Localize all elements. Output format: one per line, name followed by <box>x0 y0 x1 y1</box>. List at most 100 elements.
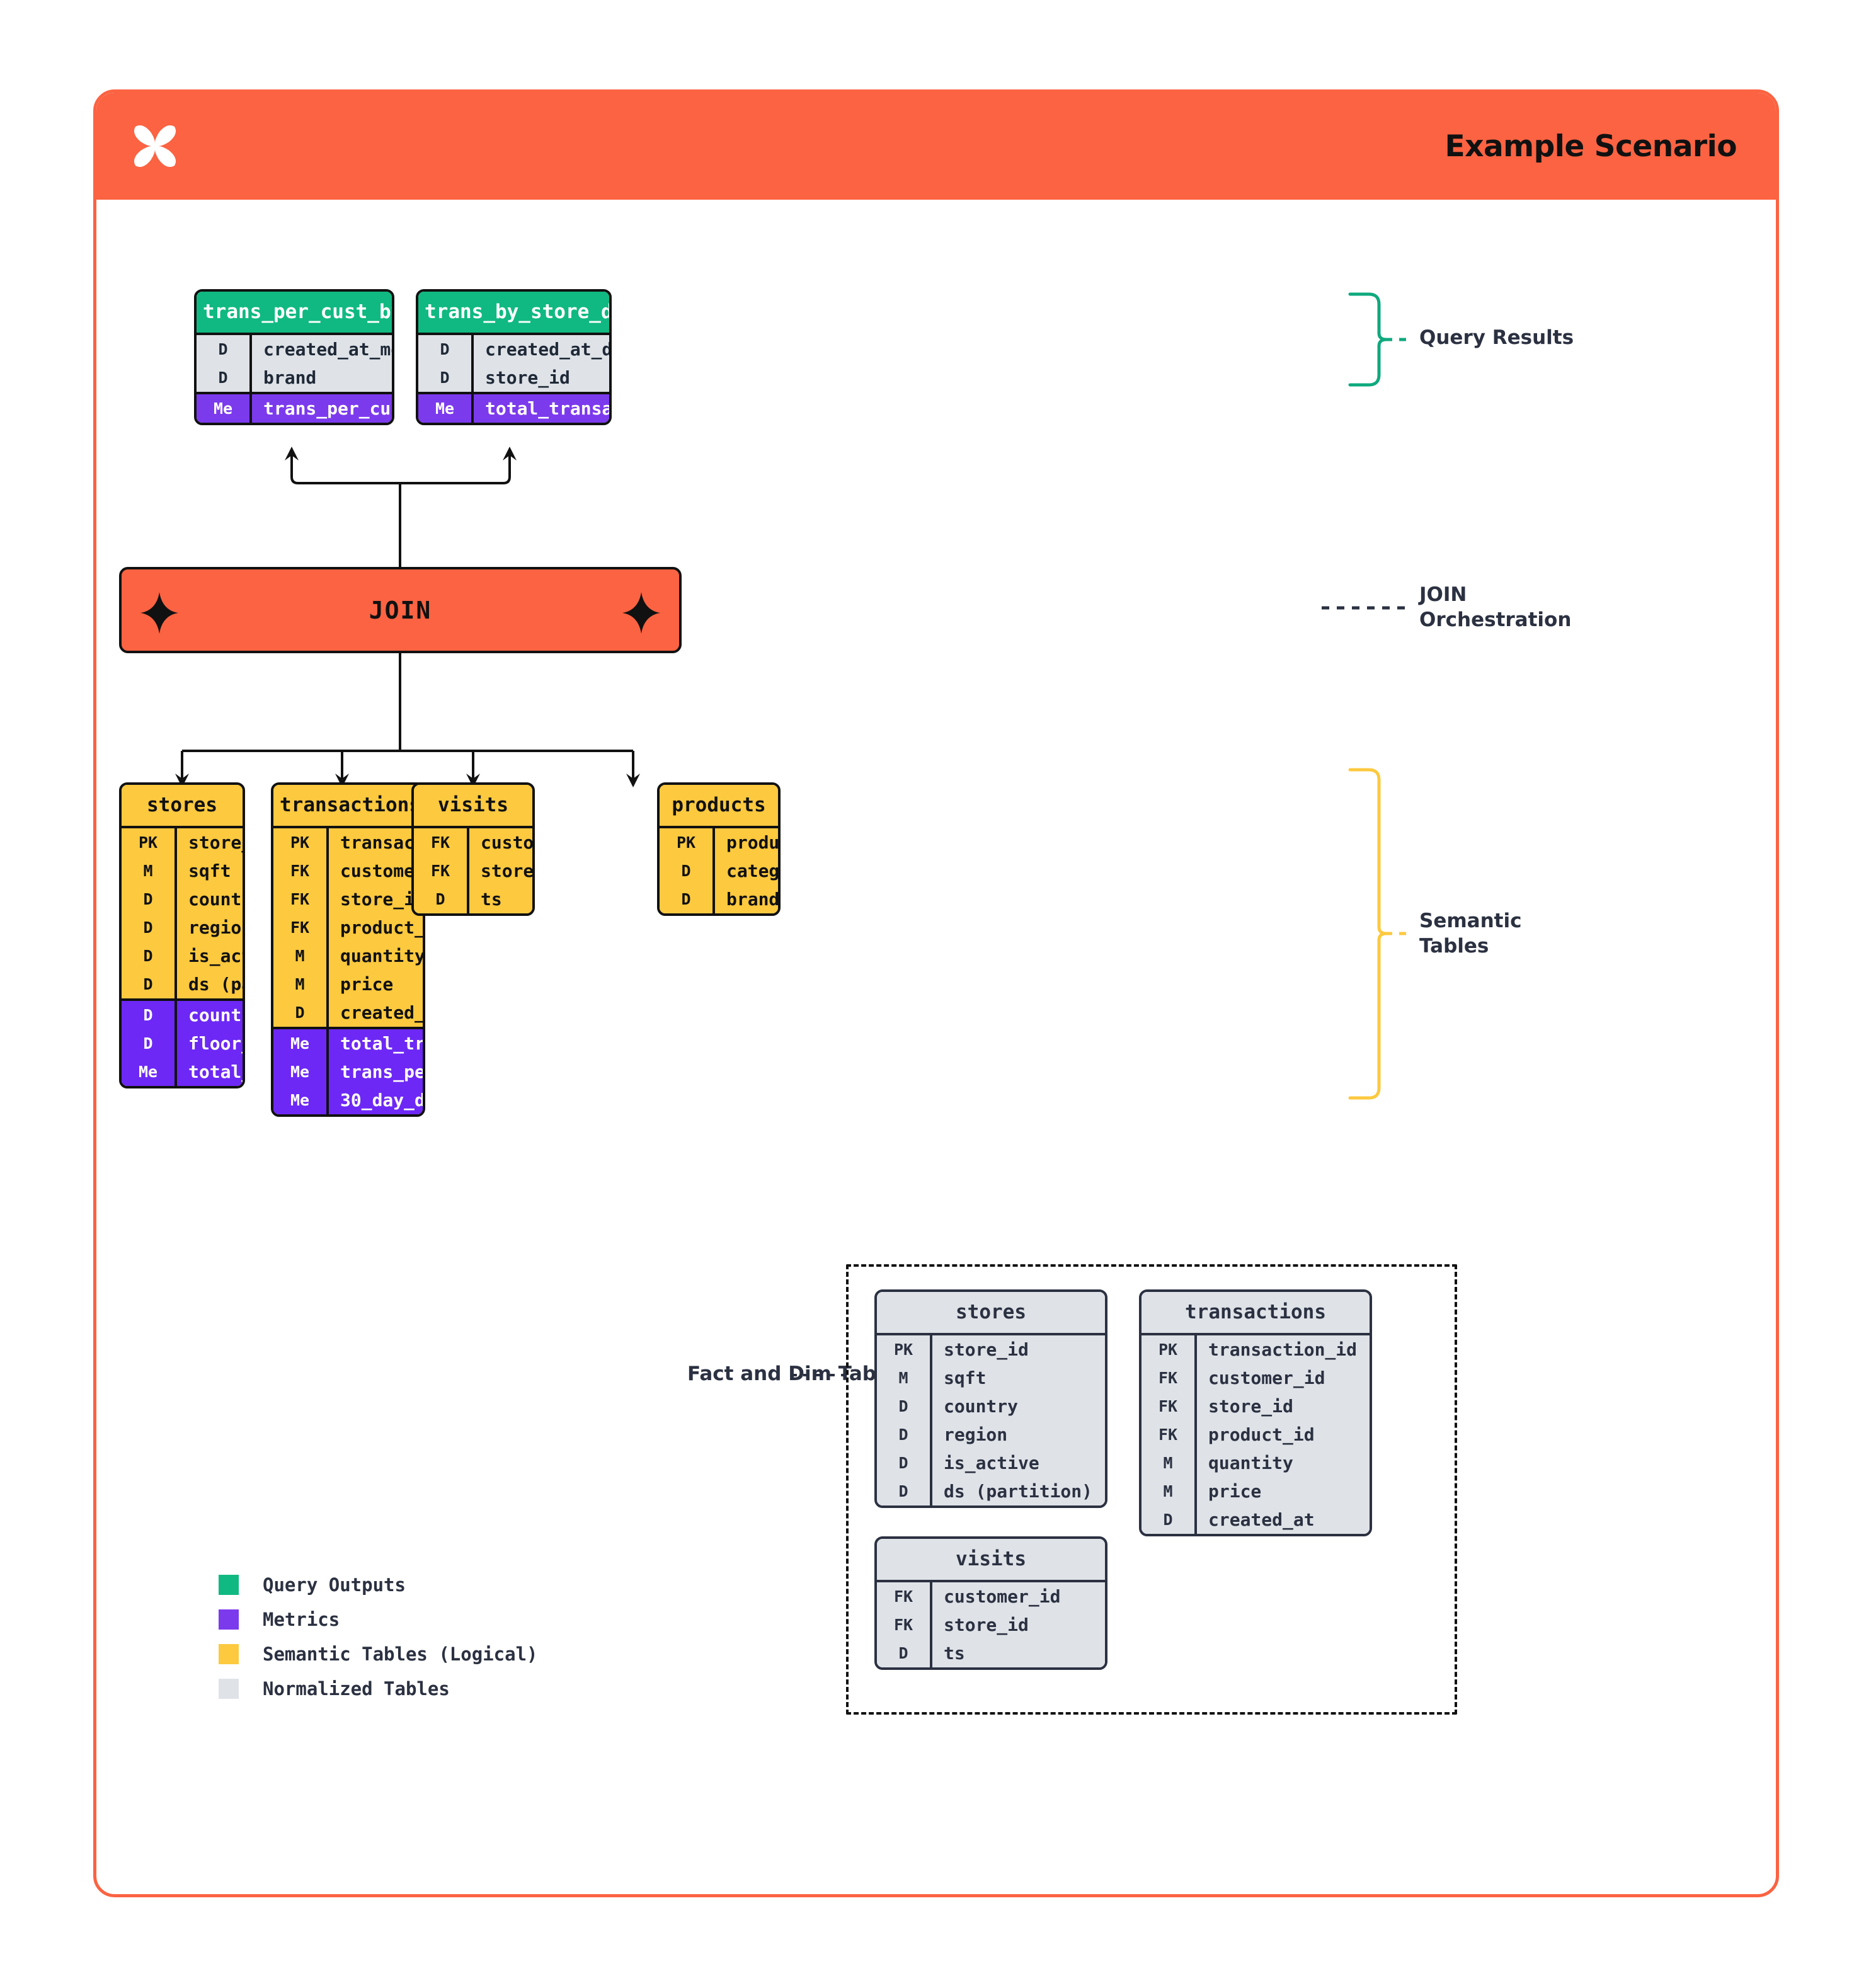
row-key: FK <box>1158 1425 1178 1444</box>
sparkle-icon <box>140 592 178 634</box>
table-row: Me 30_day_dat <box>273 1086 423 1114</box>
row-field: store_id <box>930 1611 1105 1639</box>
row-key: FK <box>1158 1369 1178 1387</box>
row-field: store_id <box>467 857 532 885</box>
row-key: Me <box>290 1063 310 1081</box>
table-title: stores <box>122 785 243 828</box>
row-key: D <box>143 890 153 908</box>
table-row: PK store_id <box>877 1335 1105 1364</box>
header-bar: Example Scenario <box>96 93 1776 200</box>
diagram-stage: trans_per_cust_by_brand_month D created_… <box>96 200 1776 1894</box>
row-key: D <box>218 340 228 358</box>
row-key: D <box>435 890 445 908</box>
table-row: D created_at_month <box>197 335 392 363</box>
legend: Query Outputs Metrics Semantic Tables (L… <box>219 1574 538 1713</box>
table-title: visits <box>414 785 532 828</box>
row-key: Me <box>213 399 233 418</box>
annotation-join-orchestration-line1: JOIN <box>1419 583 1467 606</box>
table-title: stores <box>877 1292 1105 1335</box>
join-orchestration-bar[interactable]: JOIN <box>119 567 682 653</box>
table-row: Dis_active <box>122 942 243 970</box>
table-title: transactions <box>273 785 423 828</box>
row-field: customer_id <box>326 857 423 885</box>
row-key: D <box>898 1482 908 1500</box>
row-field: 30_day_dat <box>326 1086 423 1114</box>
query-result-table-trans-by-store-day[interactable]: trans_by_store_day D created_at_day D st… <box>416 289 612 425</box>
row-key: FK <box>290 862 310 880</box>
annotation-leaders <box>791 292 1410 1376</box>
row-key: Me <box>290 1091 310 1109</box>
page-title: Example Scenario <box>1445 129 1737 164</box>
table-row: FK customer_id <box>273 857 423 885</box>
row-field: store_id <box>930 1335 1105 1364</box>
legend-label: Semantic Tables (Logical) <box>263 1643 538 1665</box>
row-field: category <box>712 857 778 885</box>
row-key: M <box>143 862 153 880</box>
table-title: trans_per_cust_by_brand_month <box>197 292 392 335</box>
row-field: transaction_id <box>326 828 423 857</box>
query-result-table-trans-per-cust-by-brand-month[interactable]: trans_per_cust_by_brand_month D created_… <box>194 289 394 425</box>
row-field: product_id <box>712 828 778 857</box>
row-key: M <box>1163 1482 1173 1500</box>
legend-item-query-outputs: Query Outputs <box>219 1574 538 1596</box>
table-row: D brand <box>197 363 392 392</box>
row-key: Me <box>435 399 455 418</box>
table-title: trans_by_store_day <box>418 292 609 335</box>
row-field: customer_id <box>1194 1364 1370 1392</box>
legend-item-semantic-tables: Semantic Tables (Logical) <box>219 1643 538 1665</box>
row-field: ds (partition) <box>930 1477 1105 1505</box>
row-key: FK <box>1158 1397 1178 1415</box>
row-key: D <box>218 368 228 387</box>
annotation-semantic-tables-line2: Tables <box>1419 934 1489 957</box>
row-key: D <box>143 1006 153 1024</box>
row-key: D <box>898 1397 908 1415</box>
row-field: created_at <box>326 998 423 1027</box>
row-field: price <box>1194 1477 1370 1505</box>
row-field: store_id <box>326 885 423 913</box>
row-key: FK <box>893 1616 913 1634</box>
row-key: PK <box>893 1340 913 1359</box>
row-field: region <box>175 913 243 942</box>
row-key: D <box>440 368 450 387</box>
table-row: D created_at_day <box>418 335 609 363</box>
metric-group: Me total_transactions <box>418 392 609 423</box>
table-row: Me trans_per_cust <box>273 1058 423 1086</box>
row-field: product_id <box>326 913 423 942</box>
row-key: D <box>681 862 691 880</box>
row-key: D <box>1163 1511 1173 1529</box>
row-field: country <box>930 1392 1105 1420</box>
row-key: M <box>295 947 305 965</box>
row-field: country_group <box>175 1001 243 1029</box>
row-field: trans_per_cust <box>326 1058 423 1086</box>
row-field: price <box>326 970 423 998</box>
row-key: D <box>295 1003 305 1022</box>
row-field: transaction_id <box>1194 1335 1370 1364</box>
